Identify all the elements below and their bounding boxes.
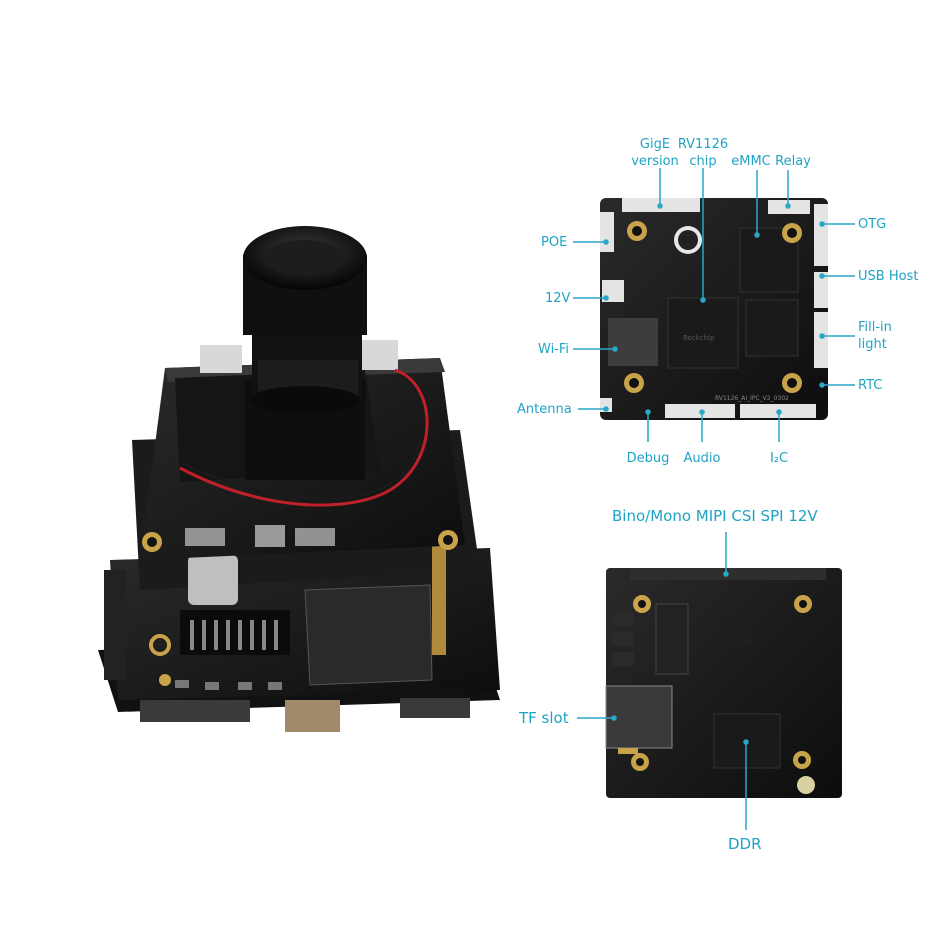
bottom-board-photo (605, 568, 842, 798)
label-poe: POE (541, 235, 568, 250)
label-emmc: eMMC (731, 154, 771, 169)
label-bino-mono-mipi: Bino/Mono MIPI CSI SPI 12V (612, 507, 818, 525)
label-i2c: I₂C (769, 451, 789, 466)
label-usb-host: USB Host (858, 269, 919, 284)
label-otg: OTG (858, 217, 887, 232)
label-rtc: RTC (858, 378, 883, 393)
pcb-code: RV1126_AI_IPC_V2_0302 (715, 395, 789, 402)
label-debug: Debug (626, 451, 670, 466)
label-12v: 12V (545, 291, 571, 306)
label-audio: Audio (683, 451, 721, 466)
rockchip-mark: Rockchip (683, 334, 715, 342)
label-relay: Relay (775, 154, 811, 169)
label-tf-slot: TF slot (519, 709, 569, 727)
camera-module-photo (98, 226, 500, 732)
label-ddr: DDR (728, 835, 762, 853)
label-antenna: Antenna (517, 402, 572, 417)
label-wifi: Wi-Fi (538, 342, 570, 357)
label-gige-version: GigE version (631, 137, 679, 169)
main-board-photo: Rockchip RV1126_AI_IPC_V2_0302 (600, 198, 828, 420)
label-rv1126-chip: RV1126 chip (677, 137, 729, 169)
callout-lines (573, 168, 855, 830)
label-fill-in-light: Fill-in light (858, 320, 892, 352)
